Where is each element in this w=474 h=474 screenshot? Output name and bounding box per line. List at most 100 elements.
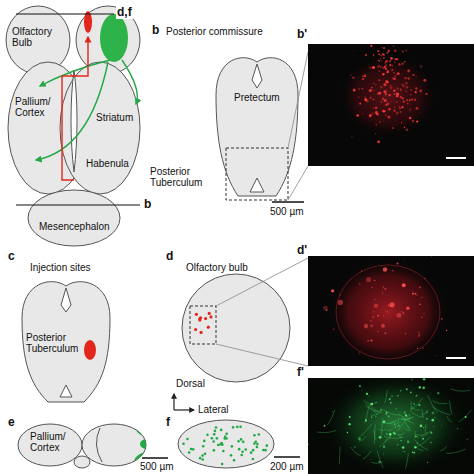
fluorescent-fibre [327, 410, 335, 425]
fluorescent-cell [379, 121, 380, 122]
axis-arrow [174, 409, 194, 410]
fluorescent-cell [402, 51, 404, 53]
fluorescent-cell [371, 340, 373, 342]
green-patch [133, 423, 151, 439]
zoom-box [190, 306, 216, 344]
fluorescent-fibre [433, 401, 448, 404]
olfactory-bulb-section [182, 274, 290, 382]
fluorescent-cell [350, 278, 352, 280]
section-outline [216, 58, 298, 196]
labelled-pallium [132, 423, 154, 466]
labelled-cell [264, 449, 267, 452]
fluorescent-cell [382, 98, 384, 100]
panel-title: Injection sites [30, 262, 91, 273]
fluorescent-fibre-dot [402, 446, 405, 449]
fluorescent-cell [375, 84, 377, 86]
fluorescent-cell [383, 100, 385, 102]
fluorescent-fibre-dot [398, 425, 400, 427]
labelled-cell [207, 326, 210, 329]
micrograph-ground [308, 256, 474, 366]
labelled-cell [217, 444, 220, 447]
fluorescent-cell [403, 312, 405, 314]
fluorescent-cell [393, 72, 394, 73]
labelled-cell [239, 425, 242, 428]
fluorescent-cell [371, 87, 373, 89]
fluorescent-fibre-dot [422, 438, 424, 440]
fluorescent-cell [394, 50, 397, 53]
fluorescent-cell [365, 54, 367, 56]
fluorescent-cell [422, 347, 423, 348]
labelled-cell [240, 438, 243, 441]
fluorescent-cell [370, 45, 372, 47]
fluorescent-cells [350, 44, 427, 143]
fluorescent-fibre-dot [423, 427, 424, 428]
fluorescent-cell [397, 263, 399, 265]
fluorescent-cell [326, 309, 328, 311]
labelled-cell [233, 459, 236, 462]
fluorescent-cell [382, 110, 385, 113]
fluorescent-cell [417, 348, 418, 349]
fluorescent-cell [385, 80, 387, 82]
region-label: Olfactory Bulb [12, 26, 56, 48]
axis-arrow [173, 394, 174, 410]
fluorescent-cell [393, 110, 395, 112]
fluorescent-fibre-dot [418, 404, 420, 406]
fluorescent-cell [400, 96, 402, 98]
fluorescent-fibre-dot [423, 378, 425, 380]
ventricle [252, 64, 262, 88]
fluorescent-cell [410, 89, 412, 91]
fluorescent-cell [375, 106, 378, 109]
fluorescent-cell [383, 90, 386, 93]
fluorescent-cell [406, 86, 409, 89]
fluorescent-cell [408, 308, 409, 309]
fluorescent-fibre-dot [417, 436, 418, 437]
fluorescent-cell [373, 89, 375, 91]
fluorescent-cell [419, 90, 422, 93]
fluorescent-cell [370, 320, 372, 322]
panel-letter: b [152, 24, 159, 37]
fluorescent-cell [391, 69, 393, 71]
labelled-cells [182, 425, 268, 465]
zoom-line [288, 52, 308, 148]
fluorescent-fibre-dot [413, 403, 415, 405]
fluorescent-cell [381, 60, 382, 61]
labelled-cell [203, 440, 206, 443]
fluorescent-cell [410, 94, 411, 95]
scale-label: 200 µm [270, 461, 304, 472]
labelled-cell [244, 448, 247, 451]
fluorescent-cell [412, 291, 413, 292]
fluorescent-cell [406, 128, 409, 131]
labelled-cell [213, 433, 216, 436]
fluorescent-fibre-dot [432, 412, 435, 415]
fluorescent-cell [418, 332, 420, 334]
fluorescent-cell [400, 111, 402, 113]
labelled-cell [252, 458, 255, 461]
fluorescent-cell [369, 66, 371, 68]
fluorescent-fibre [422, 409, 423, 417]
green-projection [40, 60, 110, 86]
fluorescent-cell [375, 133, 376, 134]
fluorescent-fibre [414, 445, 423, 450]
fluorescent-cell [393, 45, 395, 47]
fluorescent-cell [383, 121, 384, 122]
labelled-cell [222, 450, 225, 453]
fluorescent-fibre [421, 431, 430, 437]
fluorescent-cell [383, 67, 385, 69]
fluorescent-cell [393, 90, 395, 92]
fluorescent-cell [388, 50, 390, 52]
fluorescent-cell [386, 60, 388, 62]
fluorescent-cell [406, 99, 408, 101]
fluorescent-cell [394, 61, 396, 63]
fluorescent-cell [389, 302, 394, 307]
zoom-line [216, 344, 308, 366]
fluorescent-cell [401, 90, 402, 91]
fluorescence-glow [340, 56, 436, 136]
labelled-cell [201, 454, 204, 457]
fluorescent-cell [338, 300, 343, 305]
fluorescent-cell [385, 68, 387, 70]
fluorescent-cell [374, 303, 378, 307]
fluorescent-fibre [379, 429, 386, 430]
fluorescent-cell [362, 113, 364, 115]
fluorescent-cell [396, 101, 397, 102]
fluorescent-cell [390, 57, 393, 60]
